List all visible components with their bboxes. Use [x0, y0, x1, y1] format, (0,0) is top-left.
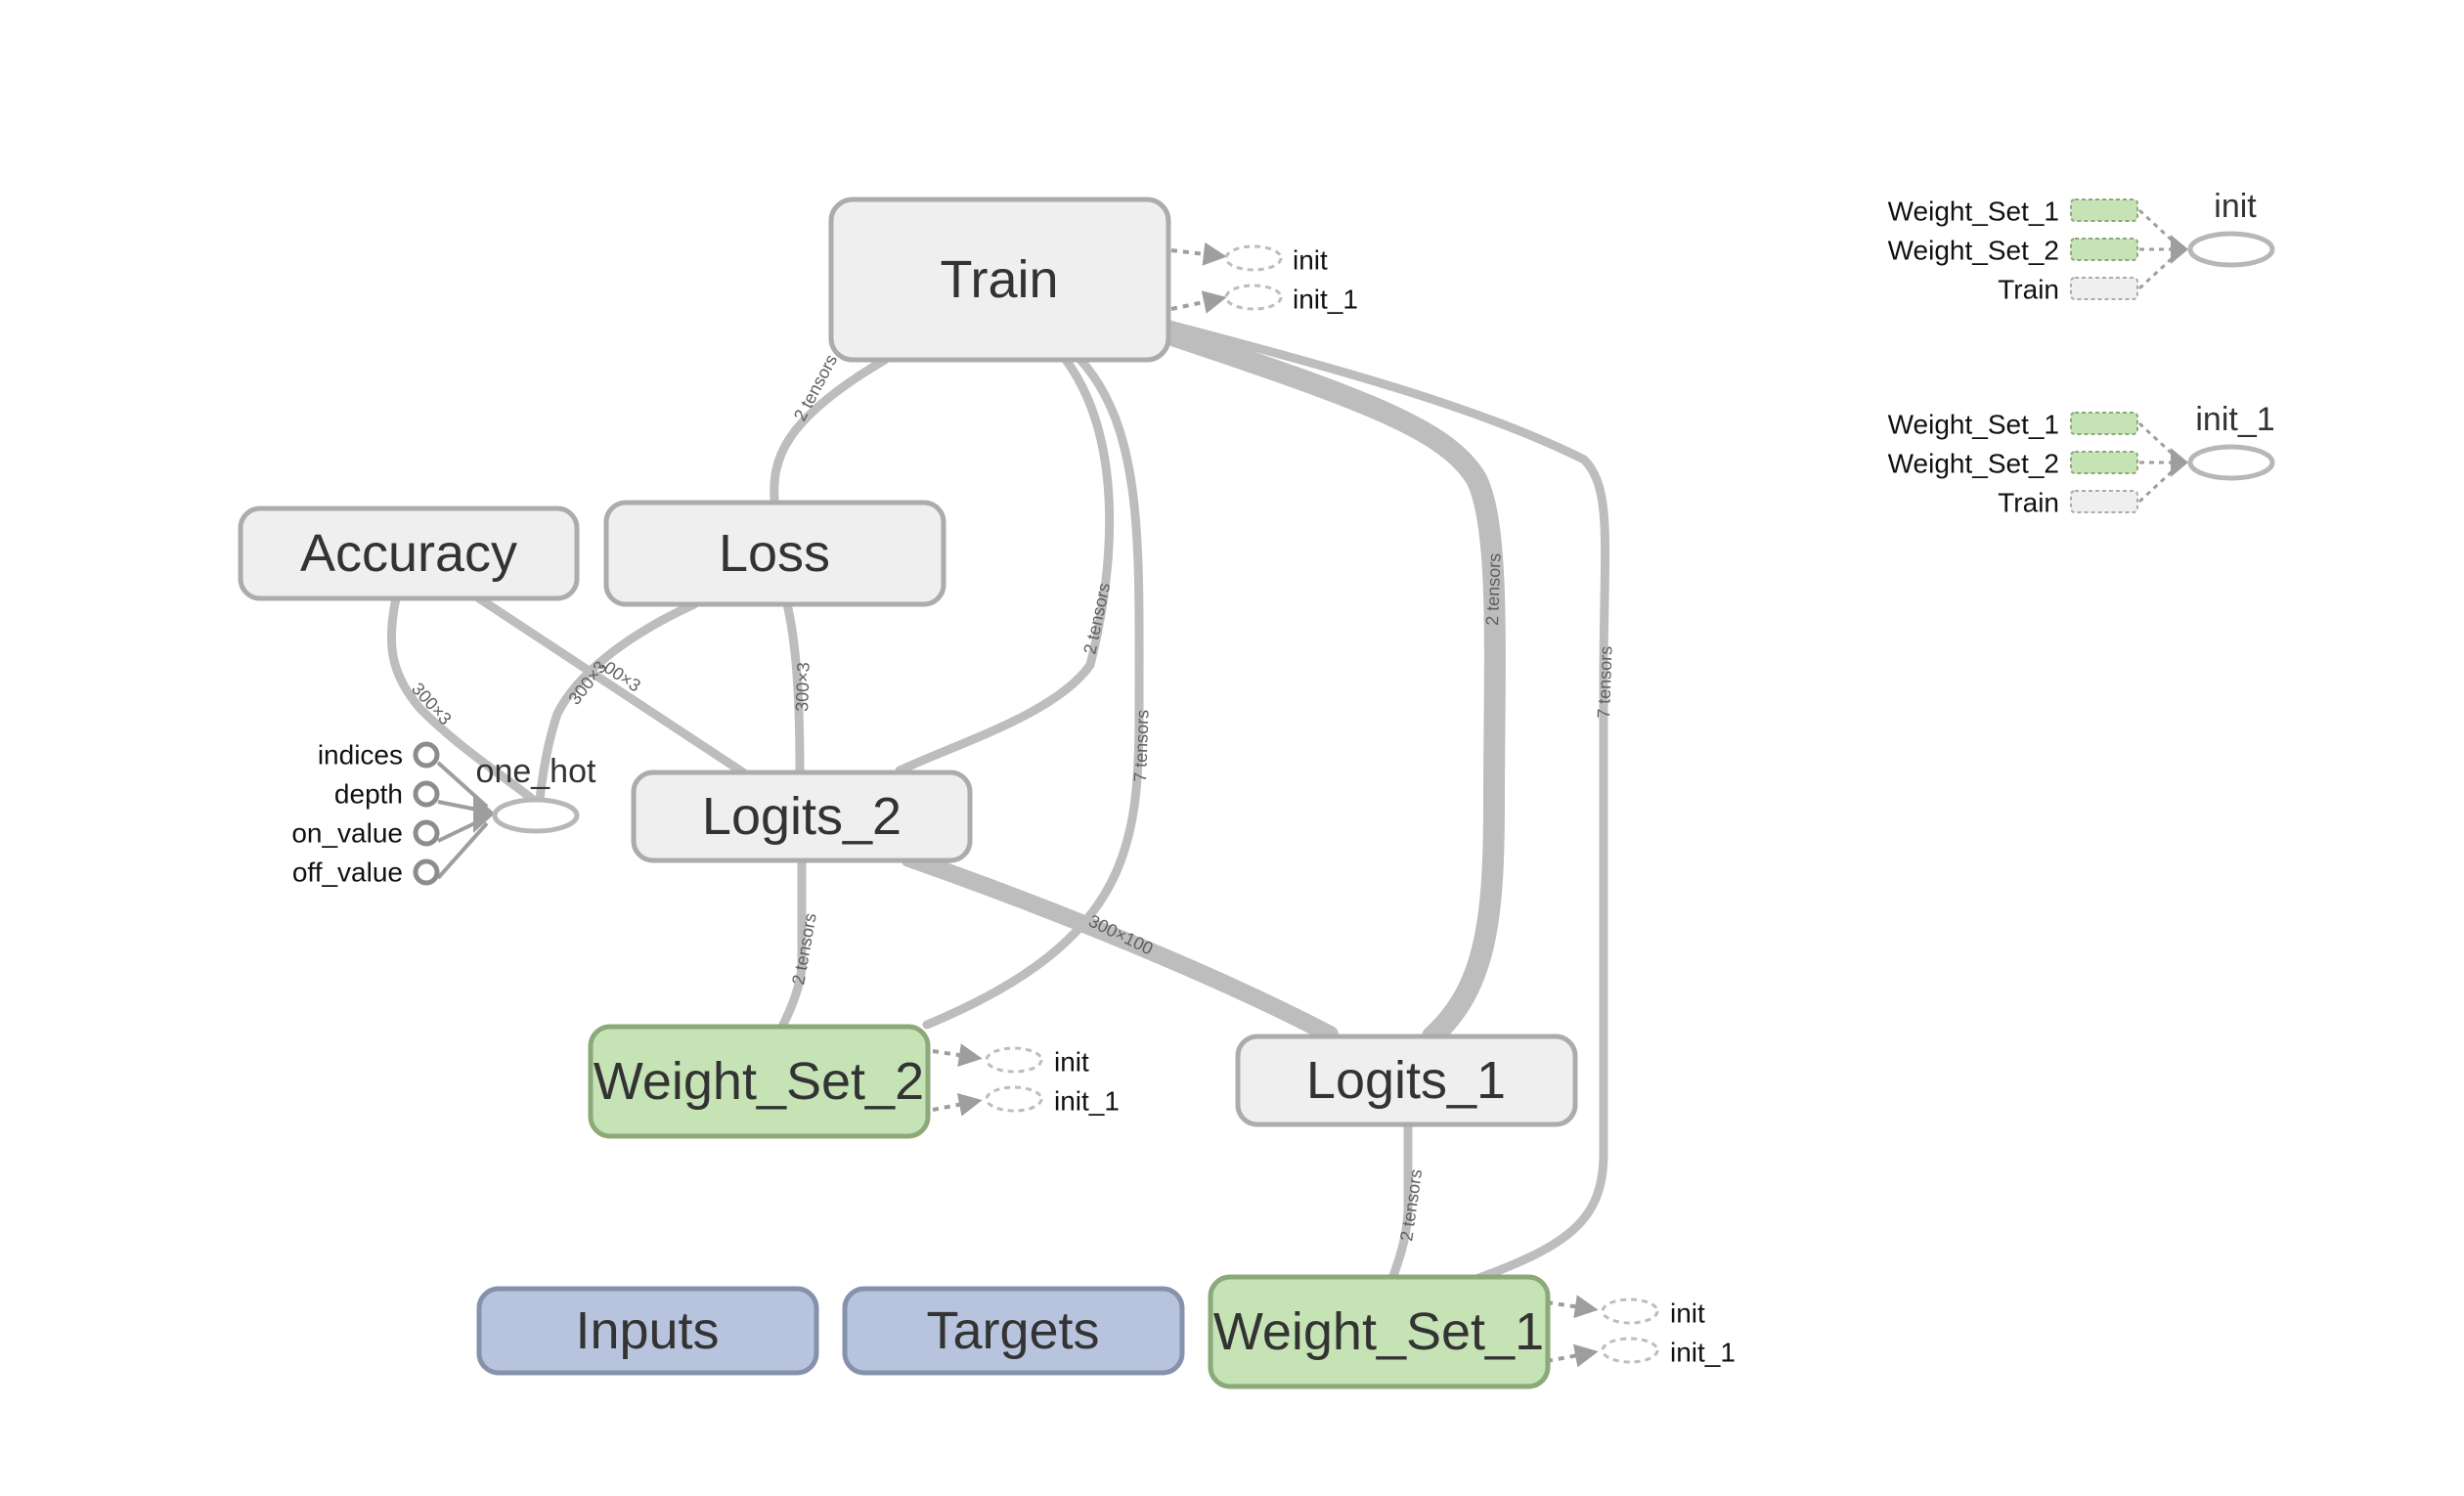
one-hot-input-edge-off-value [436, 821, 489, 880]
one-hot-input-off-value-icon[interactable] [413, 858, 440, 886]
edge-label-train-weightset1: 7 tensors [1594, 645, 1616, 719]
ctrl-label-train-init: init [1293, 245, 1328, 276]
node-inputs-label: Inputs [575, 1301, 719, 1360]
one-hot-input-on-value-icon[interactable] [413, 819, 440, 847]
ctrl-node-ws1-init1[interactable] [1601, 1337, 1659, 1364]
node-train-label: Train [940, 250, 1058, 309]
node-targets-label: Targets [926, 1301, 1099, 1360]
one-hot-input-arrowhead [473, 794, 495, 833]
aux-init-1-dep-1-label: Weight_Set_2 [1888, 449, 2059, 479]
ctrl-node-ws2-init[interactable] [985, 1046, 1043, 1074]
one-hot-input-off-value-label: off_value [292, 858, 403, 888]
edge-train-loss[interactable] [770, 355, 890, 504]
edge-label-loss-logits2: 300×3 [792, 662, 814, 712]
edges: 2 tensors 2 tensors 7 tensors 2 tensors … [386, 320, 1616, 1284]
ctrl-edge-ws1-init1 [1546, 1343, 1599, 1368]
aux-init-op: init Weight_Set_1 Weight_Set_2 Train [1888, 188, 2275, 305]
ctrl-edge-ws1-init [1546, 1295, 1599, 1319]
edge-logits2-logits1[interactable] [901, 850, 1339, 1043]
ctrl-label-train-init1: init_1 [1293, 285, 1358, 315]
ctrl-node-ws2-init1[interactable] [985, 1085, 1043, 1113]
one-hot-input-depth-icon[interactable] [413, 780, 440, 808]
node-weight-set-2[interactable]: Weight_Set_2 [588, 1024, 931, 1139]
aux-init-arrowhead [2171, 235, 2188, 264]
ctrl-label-ws2-init1: init_1 [1054, 1086, 1120, 1117]
aux-init-1-op-node[interactable] [2187, 444, 2275, 481]
aux-init-1-dep-1-chip[interactable] [2070, 451, 2138, 474]
node-logits-2[interactable]: Logits_2 [631, 770, 973, 863]
aux-init-dep-1-label: Weight_Set_2 [1888, 236, 2059, 266]
ctrl-edge-ws2-init [932, 1043, 983, 1067]
aux-init-dep-2-chip[interactable] [2070, 277, 2138, 300]
edge-loss-onehot[interactable] [535, 599, 699, 805]
one-hot-op-node[interactable] [492, 797, 580, 834]
one-hot-input-indices-icon[interactable] [413, 741, 440, 769]
node-logits-2-label: Logits_2 [702, 787, 902, 846]
aux-init-op-node[interactable] [2187, 231, 2275, 268]
aux-init-1-dep-2-label: Train [1998, 488, 2059, 518]
edge-label-logits1-weightset1: 2 tensors [1396, 1167, 1426, 1242]
control-outputs-weight-set-1: init init_1 [1546, 1295, 1736, 1368]
edge-label-train-logits1: 2 tensors [1482, 552, 1505, 626]
ctrl-node-ws1-init[interactable] [1601, 1298, 1659, 1325]
node-inputs[interactable]: Inputs [476, 1286, 819, 1376]
aux-init-1-dep-2-chip[interactable] [2070, 490, 2138, 513]
node-weight-set-1[interactable]: Weight_Set_1 [1208, 1274, 1551, 1389]
edge-train-logits2[interactable] [895, 355, 1115, 775]
ctrl-label-ws1-init: init [1670, 1298, 1705, 1329]
aux-init-1-dep-0-chip[interactable] [2070, 412, 2138, 435]
node-loss[interactable]: Loss [603, 500, 946, 607]
control-outputs-train: init init_1 [1170, 242, 1358, 315]
ctrl-label-ws2-init: init [1054, 1047, 1089, 1078]
edge-accuracy-logits2[interactable] [474, 594, 748, 777]
edge-label-train-weightset2: 7 tensors [1130, 709, 1153, 782]
aux-init-dep-1-chip[interactable] [2070, 238, 2138, 261]
ctrl-edge-train-init [1170, 242, 1227, 266]
aux-init-1-op: init_1 Weight_Set_1 Weight_Set_2 Train [1888, 401, 2275, 518]
edge-train-weightset2[interactable] [922, 355, 1144, 1030]
ctrl-node-train-init1[interactable] [1224, 284, 1283, 311]
edge-train-logits1[interactable] [1159, 324, 1506, 1047]
node-accuracy-label: Accuracy [300, 524, 517, 583]
edge-accuracy-onehot[interactable] [386, 594, 541, 807]
node-weight-set-2-label: Weight_Set_2 [594, 1052, 924, 1111]
ctrl-label-ws1-init1: init_1 [1670, 1338, 1736, 1368]
aux-init-title: init [2214, 188, 2257, 225]
one-hot-input-depth-label: depth [334, 779, 403, 810]
one-hot-input-indices-label: indices [318, 740, 403, 770]
aux-init-dep-0-label: Weight_Set_1 [1888, 197, 2059, 227]
node-weight-set-1-label: Weight_Set_1 [1213, 1302, 1544, 1361]
one-hot-op-label: one_hot [476, 753, 596, 790]
node-loss-label: Loss [719, 524, 830, 583]
edge-label-train-logits2: 2 tensors [1079, 581, 1114, 656]
aux-init-1-dep-0-label: Weight_Set_1 [1888, 410, 2059, 440]
edge-logits1-weightset1[interactable] [1388, 1120, 1413, 1281]
node-logits-1-label: Logits_1 [1306, 1051, 1506, 1110]
edge-train-weightset1[interactable] [1165, 320, 1610, 1284]
edge-loss-logits2[interactable] [782, 599, 805, 777]
aux-init-1-arrowhead [2171, 448, 2188, 477]
node-accuracy[interactable]: Accuracy [238, 506, 580, 601]
one-hot-op: indices depth on_value off_value one_hot [291, 740, 596, 888]
node-train[interactable]: Train [828, 197, 1171, 363]
aux-init-dep-0-chip[interactable] [2070, 198, 2138, 222]
control-outputs-weight-set-2: init init_1 [932, 1043, 1120, 1117]
ctrl-edge-train-init1 [1170, 290, 1227, 314]
ctrl-node-train-init[interactable] [1224, 244, 1283, 272]
edge-logits2-weightset2[interactable] [777, 856, 807, 1032]
node-logits-1[interactable]: Logits_1 [1235, 1034, 1578, 1127]
ctrl-edge-ws2-init1 [932, 1092, 983, 1117]
one-hot-input-on-value-label: on_value [291, 818, 403, 849]
edge-label-logits2-weightset2: 2 tensors [788, 911, 820, 986]
node-targets[interactable]: Targets [842, 1286, 1185, 1376]
aux-init-1-title: init_1 [2195, 401, 2274, 438]
aux-init-dep-2-label: Train [1998, 275, 2059, 305]
